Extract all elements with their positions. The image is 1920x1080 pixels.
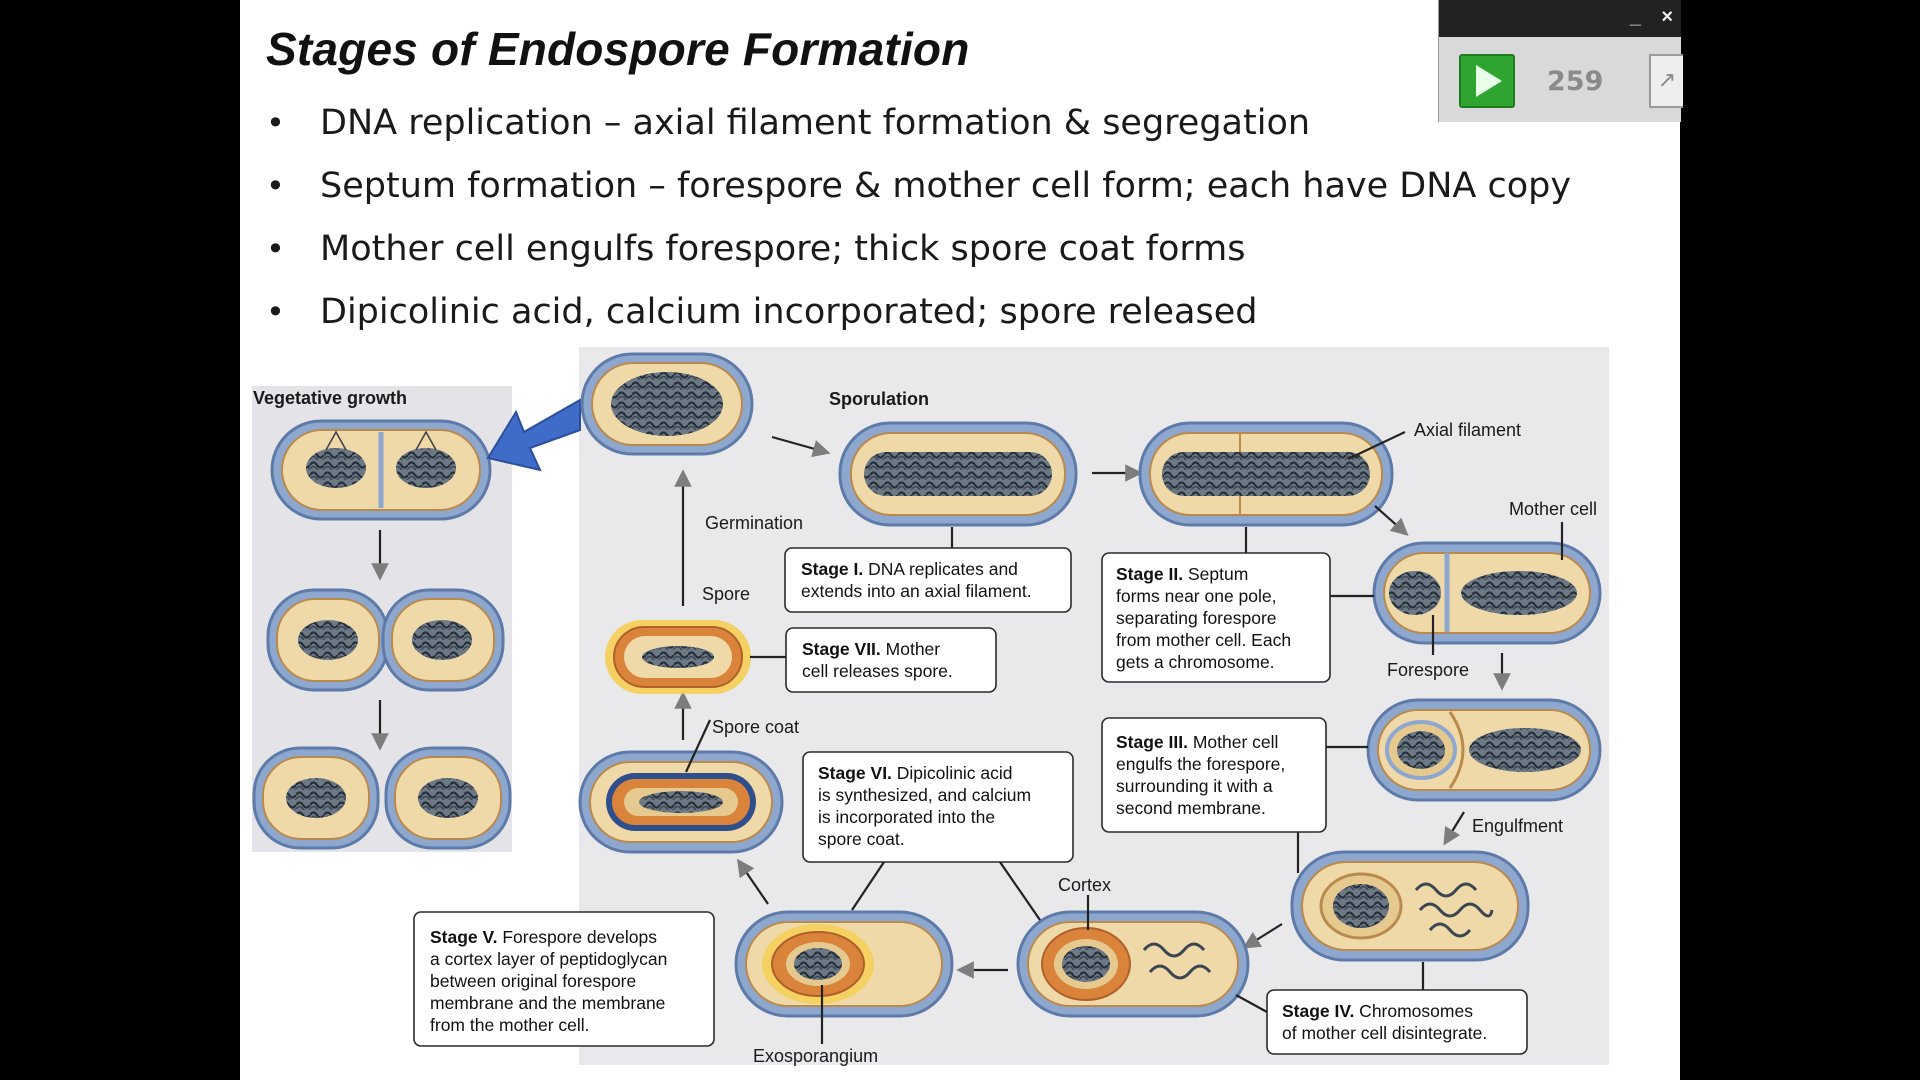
stage-1-line: extends into an axial filament.: [801, 581, 1032, 601]
stage-4-line: of mother cell disintegrate.: [1282, 1023, 1487, 1043]
stage-3-line: engulfs the forespore,: [1116, 754, 1285, 774]
stage-5-line: membrane and the membrane: [430, 993, 665, 1013]
player-titlebar: _ ×: [1439, 0, 1681, 37]
stage-6-connector: [851, 861, 885, 911]
svg-text:Stage I. DNA replicates and: Stage I. DNA replicates and: [801, 559, 1018, 579]
spore-coat-label: Spore coat: [712, 717, 799, 737]
vegetative-daughter-cells: [252, 746, 512, 850]
stage-6-name: Stage VI.: [818, 763, 892, 783]
stage-2-line: forms near one pole,: [1116, 586, 1277, 606]
stage-2-line: Septum: [1183, 564, 1248, 584]
svg-text:Stage VI. Dipicolinic acid: Stage VI. Dipicolinic acid: [818, 763, 1013, 783]
close-button[interactable]: ×: [1661, 6, 1673, 28]
cortex-label: Cortex: [1058, 875, 1111, 895]
bullet-item: Septum formation – forespore & mother ce…: [266, 161, 1571, 224]
stage-3-name: Stage III.: [1116, 732, 1188, 752]
stage-4-name: Stage IV.: [1282, 1001, 1354, 1021]
stage-1-name: Stage I.: [801, 559, 863, 579]
stage-1-line: DNA replicates and: [863, 559, 1018, 579]
stage-3-line: surrounding it with a: [1116, 776, 1273, 796]
stage-2-line: from mother cell. Each: [1116, 630, 1291, 650]
stage-6-cell: [734, 910, 954, 1018]
exosporangium-label: Exosporangium: [753, 1046, 878, 1066]
stage-5-line: a cortex layer of peptidoglycan: [430, 949, 667, 969]
stage-6-box: Stage VI. Dipicolinic acid is synthesize…: [802, 751, 1074, 863]
svg-text:Stage V. Forespore develops: Stage V. Forespore develops: [430, 927, 657, 947]
bullet-list: DNA replication – axial filament formati…: [266, 98, 1571, 350]
stage-7-line: Mother: [881, 639, 940, 659]
stage-6-line: is incorporated into the: [818, 807, 995, 827]
slide: Stages of Endospore Formation DNA replic…: [240, 0, 1680, 1080]
stage-3-box: Stage III. Mother cell engulfs the fores…: [1101, 717, 1327, 833]
spore-coat-pointer: [685, 719, 711, 773]
spore-label: Spore: [702, 584, 750, 604]
free-spore: [605, 620, 751, 694]
engulfment-label: Engulfment: [1472, 816, 1563, 836]
bullet-item: DNA replication – axial filament formati…: [266, 98, 1571, 161]
mother-cell-label: Mother cell: [1509, 499, 1597, 519]
arrow-icon: [737, 858, 769, 905]
bullet-item: Dipicolinic acid, calcium incorporated; …: [266, 287, 1571, 350]
spore-coat-cell: [578, 750, 784, 854]
arrow-icon: [1242, 923, 1283, 949]
axial-filament-pointer: [1347, 431, 1406, 460]
arrow-icon: [1443, 811, 1465, 846]
stage-3-line: second membrane.: [1116, 798, 1266, 818]
stage-1-box: Stage I. DNA replicates and extends into…: [784, 547, 1072, 613]
stage-4-connector: [1235, 994, 1268, 1013]
stage-5-line: Forespore develops: [497, 927, 657, 947]
stage-4-cell: [1290, 850, 1530, 962]
arrow-icon: [1374, 505, 1409, 536]
stage-5-box: Stage V. Forespore develops a cortex lay…: [413, 911, 715, 1047]
counter-value: 259: [1547, 66, 1604, 97]
stage-6-line: spore coat.: [818, 829, 905, 849]
big-blue-arrow-icon: [486, 398, 581, 472]
stage-7-box: Stage VII. Mother cell releases spore.: [785, 627, 997, 693]
minimize-button[interactable]: _: [1629, 6, 1641, 28]
stage-2-box: Stage II. Septum forms near one pole, se…: [1101, 552, 1331, 683]
vegetative-cell-septum: [266, 588, 505, 692]
stage-5-name: Stage V.: [430, 927, 497, 947]
stage-2-line: separating forespore: [1116, 608, 1277, 628]
endospore-diagram: Vegetative growth: [252, 347, 1609, 1066]
stage-7-name: Stage VII.: [802, 639, 881, 659]
svg-text:Stage IV. Chromosomes: Stage IV. Chromosomes: [1282, 1001, 1473, 1021]
stage-5-cell: [1016, 910, 1250, 1018]
sporulation-label: Sporulation: [829, 389, 929, 409]
expand-icon[interactable]: ↗: [1649, 54, 1683, 108]
forespore-label: Forespore: [1387, 660, 1469, 680]
stage-2-name: Stage II.: [1116, 564, 1183, 584]
svg-text:Stage II. Septum: Stage II. Septum: [1116, 564, 1248, 584]
bullet-item: Mother cell engulfs forespore; thick spo…: [266, 224, 1571, 287]
germinated-cell: [580, 352, 754, 456]
stage-2-cell: [1138, 421, 1394, 527]
stage-4-line: Chromosomes: [1354, 1001, 1473, 1021]
player-widget: _ × 259 ↗: [1438, 0, 1683, 122]
vegetative-cell-dividing: [270, 419, 492, 521]
slide-title: Stages of Endospore Formation: [266, 23, 970, 75]
stage-3-cell: [1366, 698, 1602, 802]
septum-cell: [1372, 541, 1602, 645]
stage-6-connector: [999, 861, 1041, 921]
axial-filament-label: Axial filament: [1414, 420, 1521, 440]
play-icon[interactable]: [1459, 54, 1515, 108]
stage-5-line: between original forespore: [430, 971, 636, 991]
stage-7-line: cell releases spore.: [802, 661, 953, 681]
stage-6-line: is synthesized, and calcium: [818, 785, 1031, 805]
svg-text:Stage III. Mother cell: Stage III. Mother cell: [1116, 732, 1278, 752]
stage-1-cell: [838, 421, 1078, 527]
stage-6-line: Dipicolinic acid: [892, 763, 1013, 783]
stage-3-line: Mother cell: [1188, 732, 1278, 752]
vegetative-growth-label: Vegetative growth: [253, 388, 407, 408]
arrow-icon: [771, 435, 831, 458]
stage-2-line: gets a chromosome.: [1116, 652, 1275, 672]
germination-label: Germination: [705, 513, 803, 533]
svg-text:Stage VII. Mother: Stage VII. Mother: [802, 639, 940, 659]
stage-5-line: from the mother cell.: [430, 1015, 590, 1035]
stage-4-box: Stage IV. Chromosomes of mother cell dis…: [1266, 989, 1528, 1055]
